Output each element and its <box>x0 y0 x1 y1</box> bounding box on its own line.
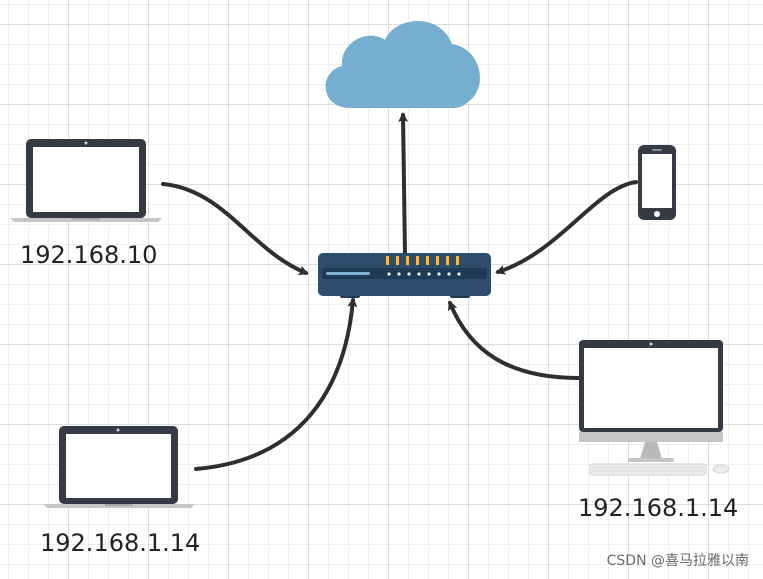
connections <box>161 112 638 471</box>
cloud-icon <box>325 21 480 108</box>
router-icon <box>318 253 491 298</box>
arrow-desktop-to-router <box>448 300 580 380</box>
laptop-icon <box>10 139 162 222</box>
desktop-monitor-icon <box>579 340 730 476</box>
arrow-laptop-top-to-router <box>161 182 309 275</box>
arrow-phone-to-router <box>495 180 638 275</box>
arrow-laptop-bottom-to-router <box>194 297 358 471</box>
ip-label-laptop-top-left: 192.168.10 <box>20 241 158 269</box>
laptop-icon <box>43 426 195 508</box>
ip-label-desktop-right: 192.168.1.14 <box>578 494 739 522</box>
watermark: CSDN @喜马拉雅以南 <box>606 553 749 569</box>
ip-label-laptop-bottom-left: 192.168.1.14 <box>40 529 201 557</box>
phone-icon <box>638 145 676 220</box>
arrow-router-to-cloud <box>398 112 409 256</box>
